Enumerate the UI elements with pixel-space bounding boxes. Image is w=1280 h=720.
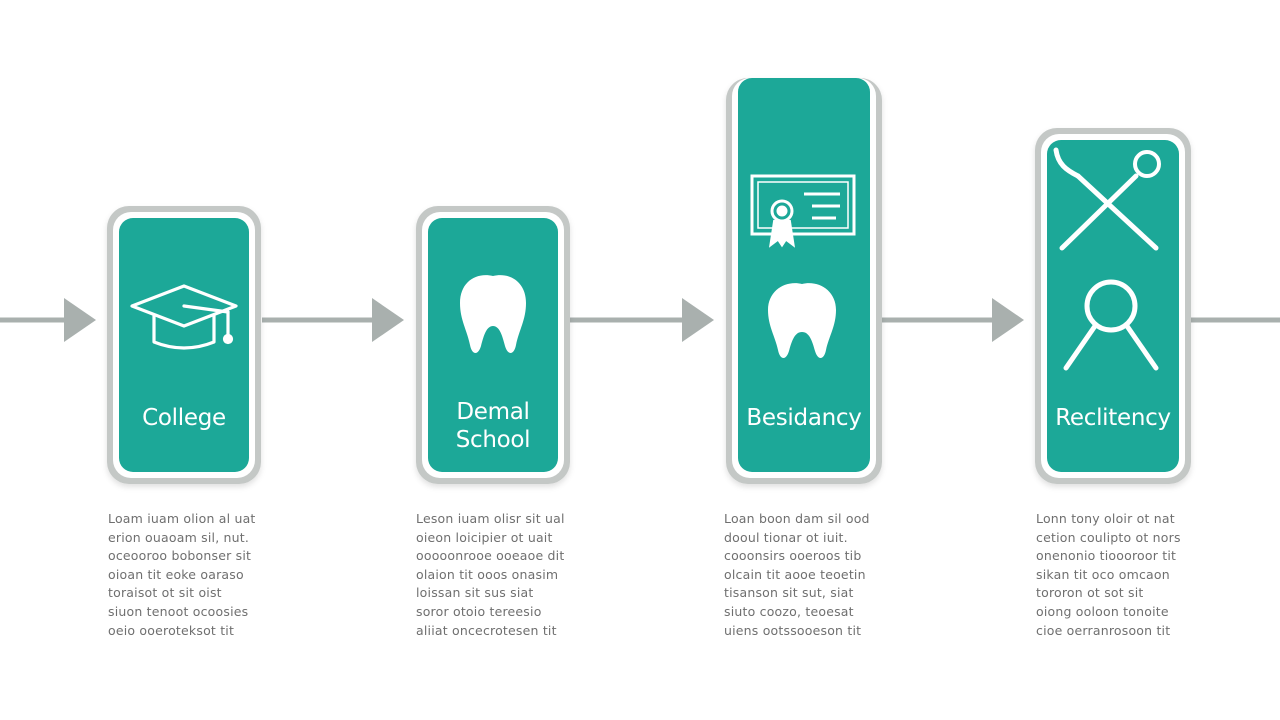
dental-mirror-icon (1063, 279, 1159, 371)
step-label-recertency: Reclitency (1055, 405, 1171, 431)
step-label-dental-school: Demal School (455, 399, 531, 453)
certificate-icon (750, 174, 856, 248)
step-card-college (107, 206, 261, 484)
step-caption-college: Loam iuam olion al uat erion ouaoam sil,… (108, 511, 256, 638)
tooth-icon (460, 275, 526, 354)
step-caption-residency: Loan boon dam sil ood dooul tionar ot iu… (724, 511, 870, 638)
graduation-cap-icon (130, 284, 238, 350)
arrow-head-3 (992, 298, 1024, 342)
tooth-icon-residency (768, 283, 836, 359)
arrow-head-0 (64, 298, 96, 342)
step-card-dental-school (416, 206, 570, 484)
dental-instruments-icon (1053, 147, 1161, 251)
step-caption-recertency: Lonn tony oloir ot nat cetion coulipto o… (1036, 511, 1181, 638)
step-label-college: College (142, 405, 226, 431)
step-label-residency: Besidancy (746, 405, 862, 431)
step-card-recertency (1035, 128, 1191, 484)
arrow-head-1 (372, 298, 404, 342)
arrow-head-2 (682, 298, 714, 342)
step-caption-dental-school: Leson iuam olisr sit ual oieon loicipier… (416, 511, 565, 638)
flow-connectors (0, 298, 1280, 342)
